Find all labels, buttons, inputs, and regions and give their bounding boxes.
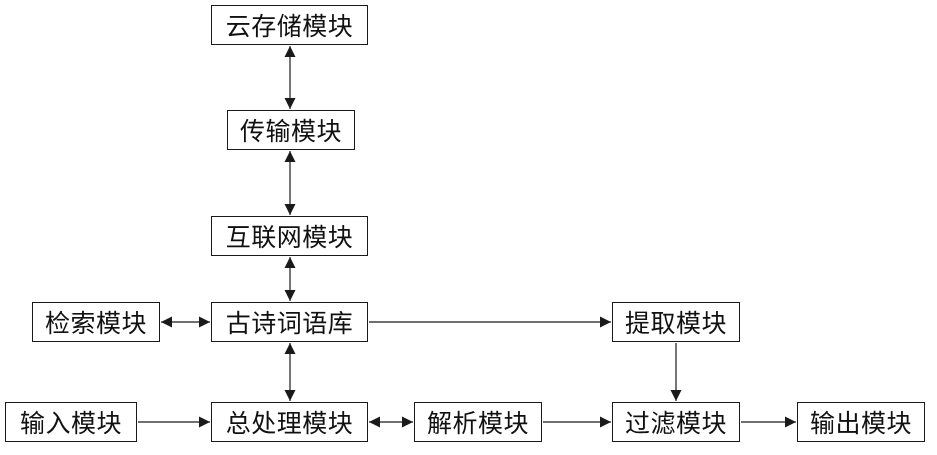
transmission-module: 传输模块 bbox=[227, 110, 355, 150]
filtering-module: 过滤模块 bbox=[612, 402, 740, 442]
poetry-library: 古诗词语库 bbox=[211, 302, 368, 342]
internet-module: 互联网模块 bbox=[211, 216, 368, 256]
cloud-storage-module: 云存储模块 bbox=[211, 5, 368, 45]
extraction-module: 提取模块 bbox=[612, 302, 740, 342]
main-processing-module: 总处理模块 bbox=[211, 402, 368, 442]
output-module: 输出模块 bbox=[797, 402, 925, 442]
input-module: 输入模块 bbox=[5, 402, 137, 442]
parsing-module: 解析模块 bbox=[414, 402, 542, 442]
retrieval-module: 检索模块 bbox=[32, 302, 160, 342]
